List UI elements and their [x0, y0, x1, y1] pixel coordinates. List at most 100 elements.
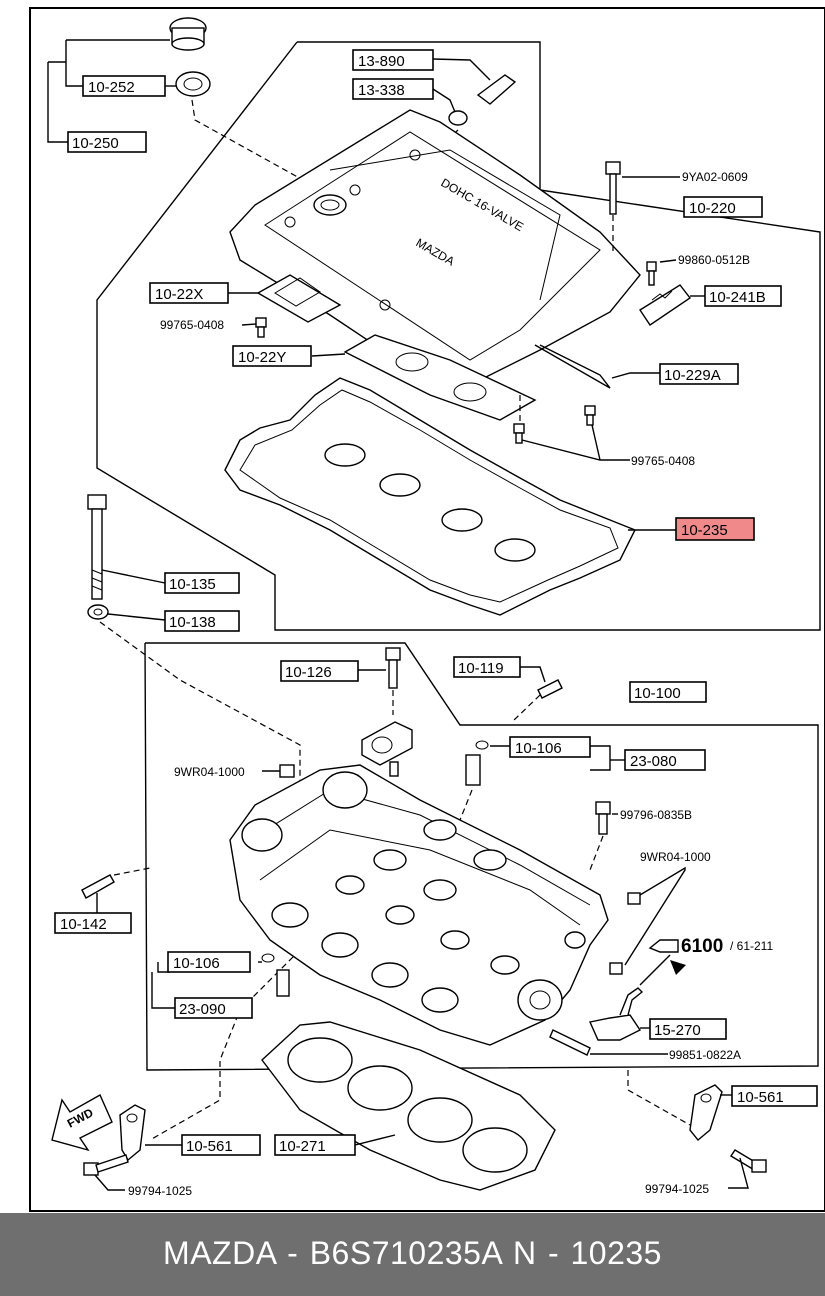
callout-9ya02-0609[interactable]: 9YA02-0609: [682, 170, 748, 184]
reference-arrow-6100: [639, 939, 686, 986]
screw-99860: [646, 261, 657, 286]
svg-text:10-119: 10-119: [458, 660, 504, 677]
callout-10-235[interactable]: 10-235: [675, 517, 755, 541]
pcv-valve: [448, 74, 517, 126]
svg-text:99794-1025: 99794-1025: [645, 1182, 709, 1196]
callout-10-271[interactable]: 10-271: [274, 1134, 356, 1156]
callout-99794-1025-left[interactable]: 99794-1025: [128, 1184, 192, 1198]
callout-10-220[interactable]: 10-220: [683, 196, 763, 218]
cam-cap-bolt: [385, 647, 401, 689]
svg-text:10-100: 10-100: [634, 685, 681, 702]
callout-10-142[interactable]: 10-142: [54, 912, 132, 934]
baffle-plate: [639, 284, 692, 326]
svg-text:10-229A: 10-229A: [664, 367, 721, 384]
callout-99765-0408-left[interactable]: 99765-0408: [160, 318, 224, 332]
svg-text:10-561: 10-561: [737, 1089, 784, 1106]
bolt-99796: [595, 801, 611, 835]
screws-99765-center: [513, 405, 596, 444]
head-bolt: [87, 494, 107, 600]
svg-text:10-220: 10-220: [689, 200, 736, 217]
svg-text:99794-1025: 99794-1025: [128, 1184, 192, 1198]
gasket-10-229a: [534, 344, 611, 389]
cover-assembly-bracket: [96, 41, 821, 631]
callout-10-126[interactable]: 10-126: [280, 660, 359, 682]
callout-10-241b[interactable]: 10-241B: [704, 285, 782, 307]
svg-text:10-126: 10-126: [285, 664, 332, 681]
highlight-box: [675, 517, 755, 541]
callout-99851-0822a[interactable]: 99851-0822A: [669, 1048, 741, 1062]
callout-10-135[interactable]: 10-135: [164, 572, 240, 594]
callout-10-106-lower[interactable]: 10-106: [167, 951, 251, 973]
cylinder-head: [229, 764, 609, 1046]
callout-10-561-right[interactable]: 10-561: [731, 1085, 818, 1107]
engine-hanger-right: [689, 1084, 723, 1141]
callout-23-080[interactable]: 23-080: [624, 749, 706, 771]
svg-text:99796-0835B: 99796-0835B: [620, 808, 692, 822]
svg-text:10-271: 10-271: [279, 1138, 326, 1155]
svg-text:99860-0512B: 99860-0512B: [678, 253, 750, 267]
svg-text:15-270: 15-270: [654, 1022, 701, 1039]
bolt-9ya02: [605, 161, 621, 215]
callout-10-561-left[interactable]: 10-561: [181, 1134, 261, 1156]
callout-99794-1025-right[interactable]: 99794-1025: [645, 1182, 709, 1196]
svg-text:99765-0408: 99765-0408: [160, 318, 224, 332]
svg-text:10-106: 10-106: [173, 955, 220, 972]
parts-diagram: MAZDA DOHC 16-VALVE: [29, 7, 825, 1212]
callout-10-106-upper[interactable]: 10-106: [509, 736, 591, 758]
callout-10-22y[interactable]: 10-22Y: [232, 345, 312, 367]
svg-text:10-106: 10-106: [515, 740, 562, 757]
part-number-footer: MAZDA - B6S710235A N - 10235: [0, 1213, 825, 1296]
svg-text:13-890: 13-890: [358, 53, 405, 70]
callout-99796-0835b[interactable]: 99796-0835B: [620, 808, 692, 822]
gasket-10-22x: [256, 274, 342, 323]
callout-10-119[interactable]: 10-119: [453, 656, 521, 678]
valve-guide-lower: [261, 953, 290, 997]
svg-text:23-090: 23-090: [179, 1001, 226, 1018]
head-assembly-bracket: [144, 642, 819, 1071]
callout-10-252[interactable]: 10-252: [82, 75, 166, 97]
callout-10-229a[interactable]: 10-229A: [659, 363, 739, 385]
head-gasket: [261, 1021, 556, 1191]
svg-text:10-135: 10-135: [169, 576, 216, 593]
valve-cover-gasket: [224, 377, 636, 616]
screw-99765-left: [255, 317, 267, 338]
svg-text:23-080: 23-080: [630, 753, 677, 770]
svg-text:9YA02-0609: 9YA02-0609: [682, 170, 748, 184]
callout-9wr04-1000-right[interactable]: 9WR04-1000: [640, 850, 711, 864]
svg-text:99851-0822A: 99851-0822A: [669, 1048, 741, 1062]
camshaft-cap: [361, 721, 413, 777]
svg-text:9WR04-1000: 9WR04-1000: [174, 765, 245, 779]
callout-99860-0512b[interactable]: 99860-0512B: [678, 253, 750, 267]
svg-text:10-22X: 10-22X: [155, 286, 203, 303]
svg-text:10-142: 10-142: [60, 916, 107, 933]
svg-text:10-250: 10-250: [72, 135, 119, 152]
callout-10-250[interactable]: 10-250: [67, 131, 147, 153]
svg-text:9WR04-1000: 9WR04-1000: [640, 850, 711, 864]
callout-10-22x[interactable]: 10-22X: [149, 282, 229, 304]
svg-text:10-561: 10-561: [186, 1138, 233, 1155]
callout-15-270[interactable]: 15-270: [649, 1018, 727, 1040]
callout-99765-0408-center[interactable]: 99765-0408: [631, 454, 695, 468]
svg-text:99765-0408: 99765-0408: [631, 454, 695, 468]
callout-13-890[interactable]: 13-890: [352, 49, 434, 71]
callout-6100[interactable]: 6100 / 61-211: [681, 936, 773, 957]
callout-10-100[interactable]: 10-100: [629, 681, 707, 703]
callout-13-338[interactable]: 13-338: [352, 78, 434, 100]
head-bolt-washer: [87, 604, 109, 620]
svg-text:10-252: 10-252: [88, 79, 135, 96]
part-number-text: MAZDA - B6S710235A N - 10235: [163, 1235, 662, 1271]
svg-text:10-22Y: 10-22Y: [238, 349, 286, 366]
engine-hanger-left: [119, 1104, 146, 1162]
valve-cover: MAZDA DOHC 16-VALVE: [229, 109, 641, 386]
svg-text:13-338: 13-338: [358, 82, 405, 99]
callout-10-138[interactable]: 10-138: [164, 610, 240, 632]
callout-9wr04-1000-left[interactable]: 9WR04-1000: [174, 765, 245, 779]
svg-text:10-241B: 10-241B: [709, 289, 766, 306]
callout-23-090[interactable]: 23-090: [174, 997, 253, 1019]
bolt-99794-left: [83, 1154, 129, 1176]
oil-filler-cap: [169, 17, 211, 97]
stud-10-142: [81, 874, 115, 899]
valve-guide-upper: [465, 740, 489, 786]
plugs-9wr04-right: [609, 892, 641, 975]
diagram-border: [29, 7, 825, 1212]
